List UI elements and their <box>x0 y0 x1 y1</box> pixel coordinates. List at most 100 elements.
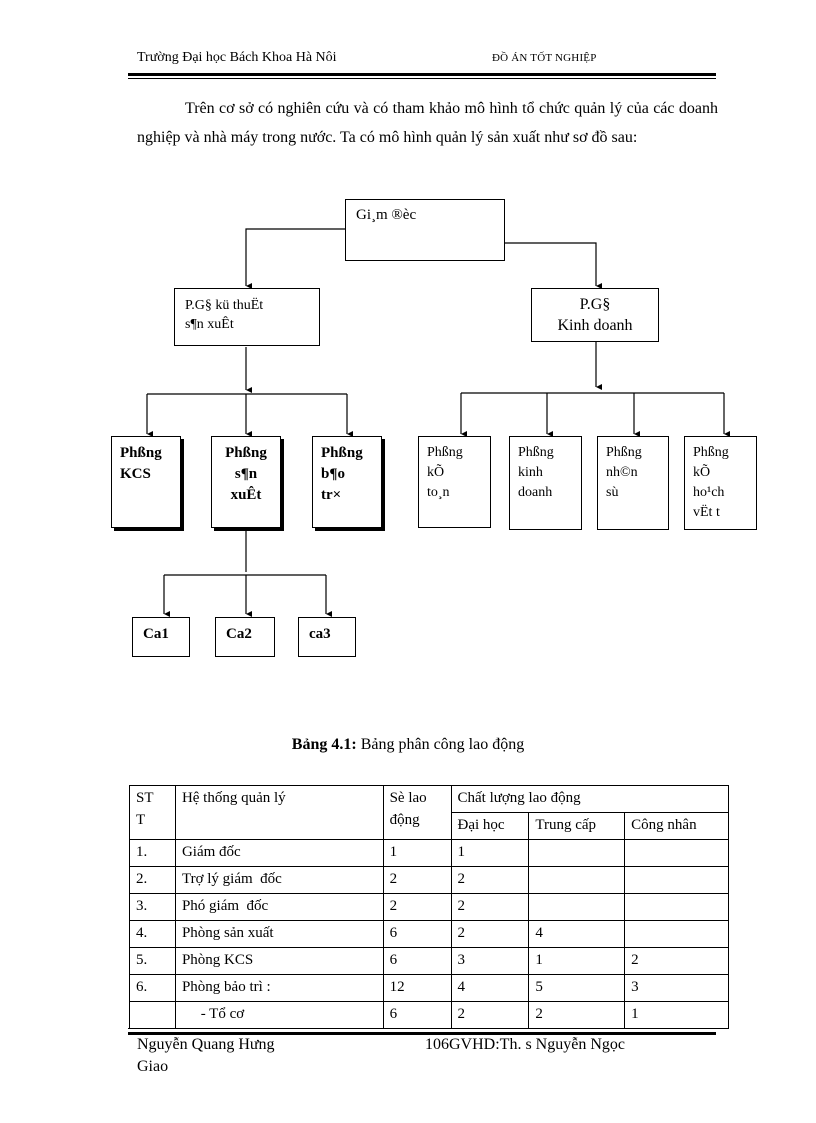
cell-college: 4 <box>528 920 626 948</box>
th-count: Sè lao động <box>382 785 452 840</box>
cell-university: 2 <box>450 893 530 921</box>
cell-stt: 5. <box>129 947 176 975</box>
cell-worker: 2 <box>624 947 729 975</box>
shift-2-label: Ca2 <box>226 626 252 642</box>
th-stt: ST T <box>129 785 176 840</box>
cell-system: Phó giám đốc <box>174 893 384 921</box>
cell-college: 1 <box>528 947 626 975</box>
vp-technical-line2: s¶n xuÊt <box>185 317 234 332</box>
box-dept-production: Phßng s¶n xuÊt <box>211 436 281 528</box>
cell-stt: 6. <box>129 974 176 1002</box>
th-quality: Chất lượng lao động <box>450 785 729 813</box>
dept-accounting-line3: to¸n <box>427 485 450 500</box>
box-shift-1: Ca1 <box>132 617 190 657</box>
cell-stt: 2. <box>129 866 176 894</box>
th-system: Hệ thống quản lý <box>174 785 384 840</box>
dept-kcs-line2: KCS <box>120 466 151 482</box>
dept-business-line2: kinh <box>518 465 543 480</box>
cell-college: 2 <box>528 1001 626 1029</box>
cell-university: 2 <box>450 920 530 948</box>
th-count-line1: Sè lao <box>389 790 427 806</box>
cell-system: Trợ lý giám đốc <box>174 866 384 894</box>
cell-count: 6 <box>382 1001 452 1029</box>
dept-business-line1: Phßng <box>518 445 554 460</box>
cell-university: 2 <box>450 1001 530 1029</box>
box-dept-planning: Phßng kÕ ho¹ch vËt t <box>684 436 757 530</box>
th-stt-line2: T <box>136 812 146 828</box>
dept-hr-line1: Phßng <box>606 445 642 460</box>
dept-planning-line2: kÕ <box>693 465 711 480</box>
cell-worker <box>624 839 729 867</box>
th-stt-line1: ST <box>136 790 154 806</box>
shift-3-label: ca3 <box>309 626 331 642</box>
th-worker: Công nhân <box>624 812 729 840</box>
box-shift-3: ca3 <box>298 617 356 657</box>
cell-count: 2 <box>382 866 452 894</box>
vp-business-line1: P.G§ <box>579 296 611 313</box>
footer-rule <box>128 1032 716 1035</box>
footer-student: Nguyễn Quang Hưng Giao <box>137 1034 275 1078</box>
cell-system: Phòng KCS <box>174 947 384 975</box>
cell-worker <box>624 920 729 948</box>
cell-worker: 3 <box>624 974 729 1002</box>
box-shift-2: Ca2 <box>215 617 275 657</box>
box-dept-maintenance: Phßng b¶o tr× <box>312 436 382 528</box>
cell-count: 1 <box>382 839 452 867</box>
dept-accounting-line2: kÕ <box>427 465 445 480</box>
box-dept-hr: Phßng nh©n sù <box>597 436 669 530</box>
th-count-line2: động <box>389 812 420 828</box>
cell-university: 3 <box>450 947 530 975</box>
cell-system: Phòng sản xuất <box>174 920 384 948</box>
cell-college <box>528 839 626 867</box>
header-rule-thin <box>128 78 716 79</box>
dept-production-line2: s¶n <box>234 466 258 482</box>
vp-business-line2: Kinh doanh <box>557 317 633 334</box>
box-vp-business: P.G§ Kinh doanh <box>531 288 659 342</box>
cell-university: 2 <box>450 866 530 894</box>
cell-count: 6 <box>382 920 452 948</box>
dept-hr-line2: nh©n <box>606 465 638 480</box>
header-doc-type: ĐỒ ÁN TỐT NGHIỆP <box>492 52 597 64</box>
cell-university: 1 <box>450 839 530 867</box>
cell-system: Phòng bảo trì : <box>174 974 384 1002</box>
dept-maintenance-line3: tr× <box>321 487 342 503</box>
dept-maintenance-line2: b¶o <box>321 466 345 482</box>
footer-student-line2: Giao <box>137 1058 169 1075</box>
dept-production-line1: Phßng <box>225 445 267 461</box>
table-header-row-1: ST T Hệ thống quản lý Sè lao động Chất l… <box>129 785 729 840</box>
cell-stt: 3. <box>129 893 176 921</box>
cell-count: 6 <box>382 947 452 975</box>
intro-paragraph: Trên cơ sở có nghiên cứu và có tham khảo… <box>137 94 718 152</box>
cell-system: Giám đốc <box>174 839 384 867</box>
dept-production-line3: xuÊt <box>230 487 262 503</box>
cell-worker <box>624 893 729 921</box>
cell-college <box>528 893 626 921</box>
table-header-row-2: Đại học Trung cấp Công nhân <box>130 812 729 840</box>
header-school: Trường Đại học Bách Khoa Hà Nôi <box>137 50 337 65</box>
dept-accounting-line1: Phßng <box>427 445 463 460</box>
box-dept-kcs: Phßng KCS <box>111 436 181 528</box>
footer-page-advisor: 106GVHD:Th. s Nguyễn Ngọc <box>425 1036 625 1053</box>
dept-planning-line3: ho¹ch <box>693 485 725 500</box>
cell-university: 4 <box>450 974 530 1002</box>
cell-college: 5 <box>528 974 626 1002</box>
intro-text: Trên cơ sở có nghiên cứu và có tham khảo… <box>137 100 718 146</box>
dept-planning-line4: vËt t <box>693 505 720 520</box>
table-caption: Bảng 4.1: Bảng phân công lao động <box>0 736 816 754</box>
table-caption-text: Bảng phân công lao động <box>356 736 525 753</box>
dept-maintenance-line1: Phßng <box>321 445 363 461</box>
cell-count: 2 <box>382 893 452 921</box>
dept-kcs-line1: Phßng <box>120 445 162 461</box>
table-caption-label: Bảng 4.1: <box>291 736 357 753</box>
header-rule <box>128 73 716 76</box>
footer-rule-thin <box>128 1028 716 1029</box>
cell-stt: 1. <box>129 839 176 867</box>
dept-planning-line1: Phßng <box>693 445 729 460</box>
